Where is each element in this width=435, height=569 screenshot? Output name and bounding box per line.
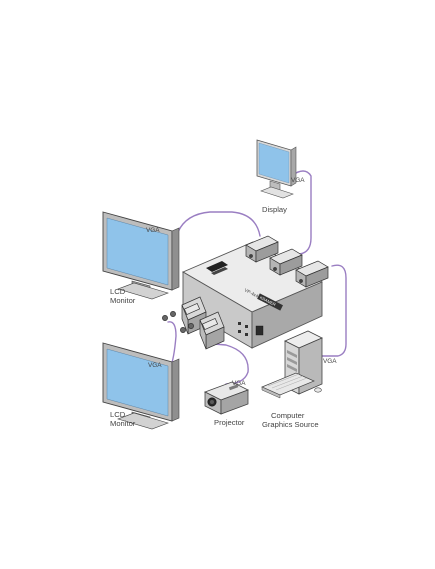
cable-label-lcd-bottom: VGA <box>148 362 162 369</box>
cable-label-display: VGA <box>291 177 305 184</box>
label-computer-line2: Graphics Source <box>262 420 319 429</box>
brand-logo <box>206 261 228 272</box>
cable-computer <box>321 264 347 357</box>
lcd-bottom-screen <box>106 348 169 417</box>
computer <box>261 330 323 399</box>
label-projector: Projector <box>214 418 245 427</box>
label-lcd-top-line1: LCD <box>110 287 126 296</box>
label-computer-line1: Computer <box>271 411 305 420</box>
vga-connector-out-1 <box>245 235 279 263</box>
power-jack <box>255 325 264 336</box>
mouse <box>314 387 322 393</box>
lcd-monitor-bottom <box>102 342 180 430</box>
projector <box>203 381 250 415</box>
label-display: Display <box>262 205 287 214</box>
vga-connector-in <box>295 260 329 288</box>
display-screen <box>258 142 290 184</box>
lcd-monitor-top <box>102 211 180 300</box>
front-led <box>238 322 241 325</box>
cable-label-lcd-top: VGA <box>146 227 160 234</box>
label-lcd-top-line2: Monitor <box>110 296 136 305</box>
lcd-top-screen <box>106 217 169 286</box>
cable-display <box>290 170 312 255</box>
display-monitor <box>256 139 297 199</box>
device-side <box>251 281 323 349</box>
switcher-device: KRAMER VP-4x4K <box>181 241 324 349</box>
cable-projector <box>213 343 249 385</box>
cable-label-computer: VGA <box>323 358 337 365</box>
cable-label-projector: VGA <box>232 380 246 387</box>
label-lcd-bottom-line1: LCD <box>110 410 126 419</box>
vga-connectors <box>162 235 329 350</box>
plug-head <box>162 315 168 321</box>
cable-lcd-top <box>177 211 261 237</box>
vga-connector-out-2 <box>269 248 303 276</box>
vga-connector-front-2 <box>199 311 225 350</box>
label-lcd-bottom-line2: Monitor <box>110 419 136 428</box>
